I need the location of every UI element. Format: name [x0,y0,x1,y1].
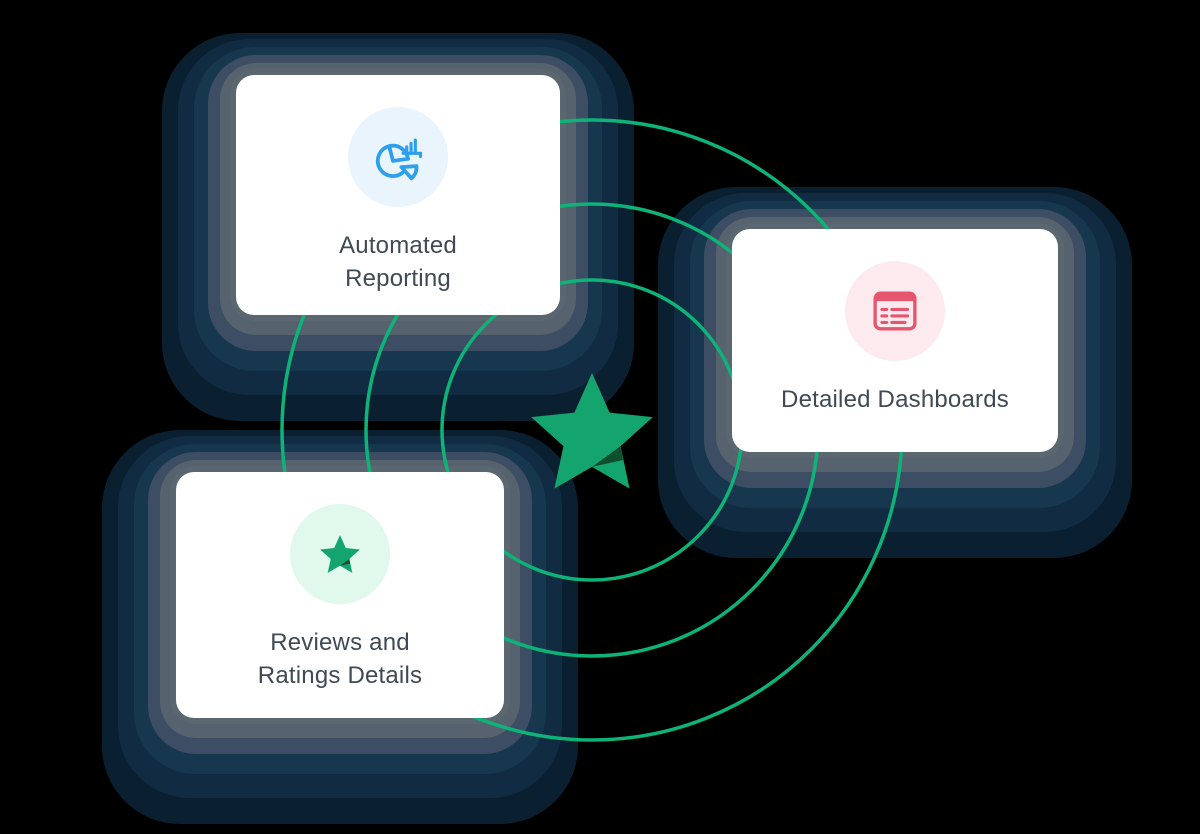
card-title-line: Ratings Details [257,662,423,689]
icon-badge [290,504,390,604]
icon-badge [845,261,945,361]
trustpilot-star-icon [320,535,360,573]
pie-chart-icon [375,138,423,181]
card-title: Detailed Dashboards [781,383,1009,416]
card-title: Reviews and Ratings Details [258,626,422,692]
card-title-line: Detailed Dashboards [781,386,1009,413]
feature-card-automated-reporting: Automated Reporting [236,75,560,315]
card-title-line: Reviews and [270,629,410,656]
feature-card-reviews-ratings: Reviews and Ratings Details [176,472,504,718]
card-title-line: Reporting [345,265,451,292]
card-title-line: Automated [339,232,457,259]
card-title: Automated Reporting [339,229,457,295]
dashboard-icon [873,291,917,331]
feature-card-detailed-dashboards: Detailed Dashboards [732,229,1058,452]
trustpilot-star [531,372,653,489]
icon-badge [348,107,448,207]
